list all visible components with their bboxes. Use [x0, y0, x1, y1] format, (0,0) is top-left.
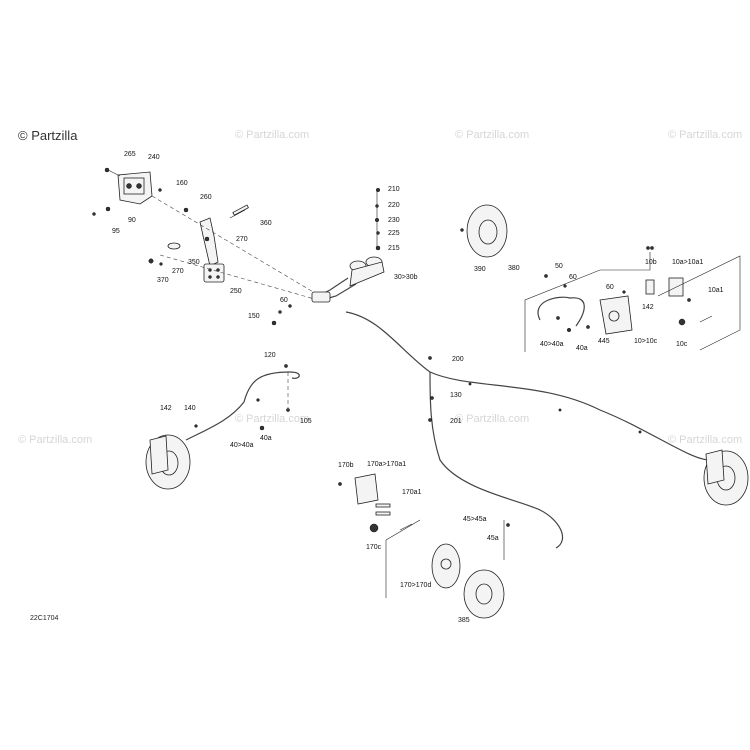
callout-201: 201	[450, 418, 462, 425]
brake-disc-lower	[463, 569, 505, 619]
brake-disc-upper	[460, 204, 508, 258]
callout-40a: 40a	[576, 345, 588, 352]
watermark: © Partzilla.com	[455, 413, 529, 425]
callout-45-45a: 45>45a	[463, 516, 487, 523]
callout-350: 350	[188, 259, 200, 266]
caliper-group-right	[524, 246, 741, 352]
callout-45a: 45a	[487, 535, 499, 542]
callout-140: 140	[184, 405, 196, 412]
watermark: © Partzilla.com	[18, 434, 92, 446]
callout-160: 160	[176, 180, 188, 187]
brake-lines	[185, 311, 711, 549]
callout-210: 210	[388, 186, 400, 193]
callout-260: 260	[200, 194, 212, 201]
watermark-main: © Partzilla	[18, 128, 78, 143]
watermark: © Partzilla.com	[668, 434, 742, 446]
callout-105: 105	[300, 418, 312, 425]
callout-30-30b: 30>30b	[394, 274, 418, 281]
callout-170b: 170b	[338, 462, 354, 469]
callout-95: 95	[112, 228, 120, 235]
watermark: © Partzilla.com	[455, 129, 529, 141]
callout-270: 270	[172, 268, 184, 275]
callout-170a-170a1: 170a>170a1	[367, 461, 406, 468]
callout-40-40a: 40>40a	[540, 341, 564, 348]
callout-390: 390	[474, 266, 486, 273]
callout-220: 220	[388, 202, 400, 209]
callout-10-10c: 10>10c	[634, 338, 658, 345]
callout-60: 60	[606, 284, 614, 291]
brake-disc-right	[703, 449, 749, 506]
pedal-assembly	[92, 167, 321, 301]
callout-170a1: 170a1	[402, 489, 422, 496]
master-cylinder	[271, 187, 385, 326]
callout-10c: 10c	[676, 341, 688, 348]
callout-240: 240	[148, 154, 160, 161]
callout-142: 142	[160, 405, 172, 412]
callout-265: 265	[124, 151, 136, 158]
callout-250: 250	[230, 288, 242, 295]
brake-disc-left	[145, 434, 191, 490]
callout-230: 230	[388, 217, 400, 224]
callout-360: 360	[260, 220, 272, 227]
callout-10b: 10b	[645, 259, 657, 266]
callout-445: 445	[598, 338, 610, 345]
callout-labels: 265 240 160 260 90 95 360 270 350 270 37…	[112, 151, 724, 624]
callout-385: 385	[458, 617, 470, 624]
callout-270: 270	[236, 236, 248, 243]
callout-380: 380	[508, 265, 520, 272]
callout-10a-10a1: 10a>10a1	[672, 259, 703, 266]
callout-170-170d: 170>170d	[400, 582, 431, 589]
callout-370: 370	[157, 277, 169, 284]
caliper-group-lower	[338, 473, 505, 598]
diagram-code: 22C1704	[30, 615, 59, 622]
watermark: © Partzilla.com	[235, 413, 309, 425]
callout-142: 142	[642, 304, 654, 311]
callout-130: 130	[450, 392, 462, 399]
callout-120: 120	[264, 352, 276, 359]
watermark: © Partzilla.com	[235, 129, 309, 141]
callout-170c: 170c	[366, 544, 382, 551]
callout-200: 200	[452, 356, 464, 363]
watermark: © Partzilla.com	[668, 129, 742, 141]
callout-90: 90	[128, 217, 136, 224]
callout-225: 225	[388, 230, 400, 237]
callout-10a1: 10a1	[708, 287, 724, 294]
callout-60: 60	[569, 274, 577, 281]
callout-150: 150	[248, 313, 260, 320]
callout-40a: 40a	[260, 435, 272, 442]
callout-60: 60	[280, 297, 288, 304]
callout-40-40a: 40>40a	[230, 442, 254, 449]
callout-215: 215	[388, 245, 400, 252]
callout-50: 50	[555, 263, 563, 270]
